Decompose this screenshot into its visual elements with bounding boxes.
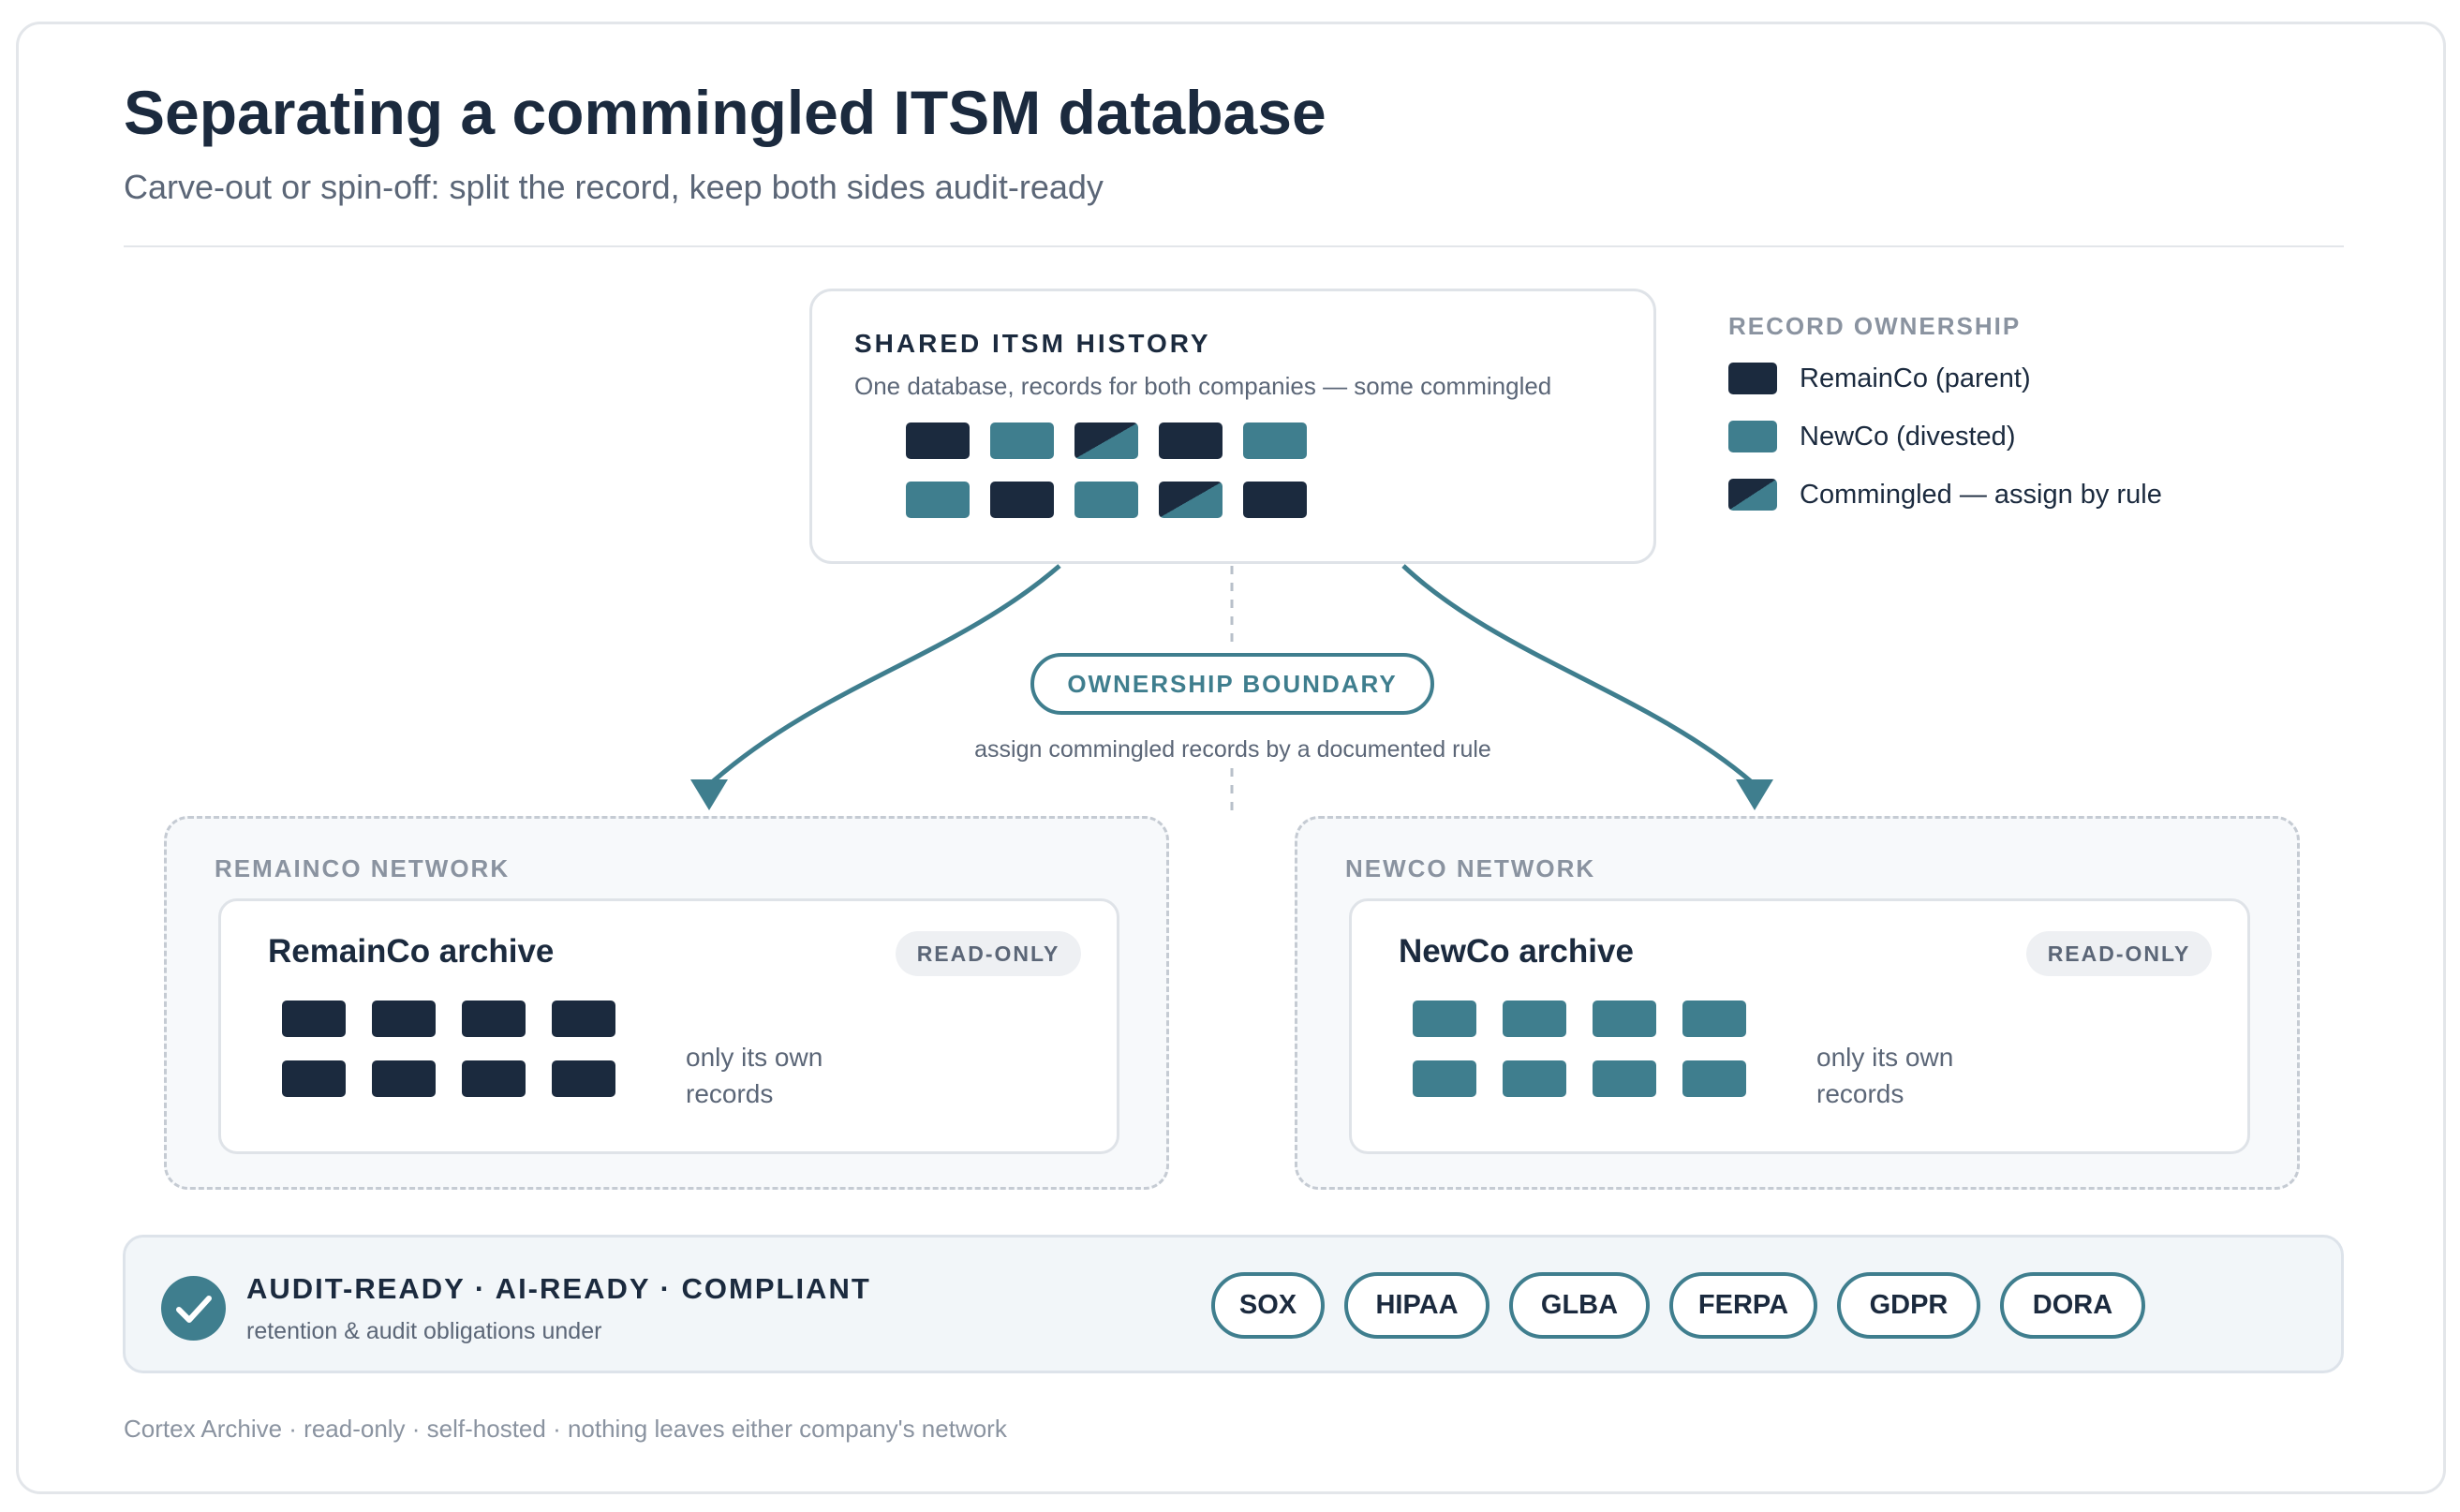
newco-archive-card: NewCo archive READ-ONLY only its own rec… — [1349, 898, 2250, 1154]
compliance-band: AUDIT-READY · AI-READY · COMPLIANT reten… — [123, 1235, 2344, 1373]
newco-swatch — [1728, 421, 1777, 452]
remainco-record-grid — [282, 1001, 615, 1097]
newco-record — [1413, 1001, 1476, 1037]
shared-itsm-history-box: SHARED ITSM HISTORY One database, record… — [809, 289, 1656, 564]
shared-record-grid — [906, 422, 1307, 518]
remainco-record — [462, 1001, 526, 1037]
legend-label: NewCo (divested) — [1800, 421, 2016, 452]
archive-title: NewCo archive — [1399, 933, 1634, 970]
remainco-record — [552, 1001, 615, 1037]
read-only-badge: READ-ONLY — [2026, 931, 2212, 976]
legend-title: RECORD OWNERSHIP — [1728, 312, 2022, 340]
shared-description: One database, records for both companies… — [854, 372, 1552, 400]
badge-hipaa: HIPAA — [1344, 1272, 1489, 1339]
badge-gdpr: GDPR — [1837, 1272, 1980, 1339]
archive-note-line: records — [1816, 1079, 1904, 1108]
compliance-title: AUDIT-READY · AI-READY · COMPLIANT — [246, 1272, 871, 1305]
remainco-record — [1243, 482, 1307, 518]
newco-record — [1593, 1001, 1656, 1037]
archive-note-line: only its own — [686, 1043, 823, 1072]
legend-item-newco: NewCo (divested) — [1728, 420, 2162, 453]
archive-note-line: only its own — [1816, 1043, 1954, 1072]
page-title: Separating a commingled ITSM database — [124, 78, 1326, 147]
newco-record — [1413, 1060, 1476, 1097]
remainco-record — [282, 1060, 346, 1097]
newco-record — [1243, 422, 1307, 459]
badge-dora: DORA — [2000, 1272, 2145, 1339]
legend-item-remainco: RemainCo (parent) — [1728, 362, 2162, 395]
legend: RECORD OWNERSHIP RemainCo (parent) NewCo… — [1728, 312, 2162, 536]
remainco-record — [282, 1001, 346, 1037]
badge-glba: GLBA — [1509, 1272, 1650, 1339]
newco-record — [990, 422, 1054, 459]
compliance-badges: SOX HIPAA GLBA FERPA GDPR DORA — [1211, 1272, 2165, 1339]
archive-title: RemainCo archive — [268, 933, 555, 970]
legend-label: Commingled — assign by rule — [1800, 479, 2162, 510]
legend-item-commingled: Commingled — assign by rule — [1728, 478, 2162, 511]
newco-record — [1593, 1060, 1656, 1097]
remainco-record — [552, 1060, 615, 1097]
ownership-boundary-pill: OWNERSHIP BOUNDARY — [1030, 653, 1434, 715]
remainco-archive-card: RemainCo archive READ-ONLY only its own … — [218, 898, 1119, 1154]
newco-record — [1682, 1001, 1746, 1037]
compliance-subtitle: retention & audit obligations under — [246, 1318, 602, 1344]
newco-record — [906, 482, 970, 518]
read-only-badge: READ-ONLY — [896, 931, 1081, 976]
remainco-record — [990, 482, 1054, 518]
commingled-record — [1159, 482, 1223, 518]
badge-ferpa: FERPA — [1669, 1272, 1817, 1339]
newco-record — [1682, 1060, 1746, 1097]
newco-record-grid — [1413, 1001, 1746, 1097]
remainco-network: REMAINCO NETWORK RemainCo archive READ-O… — [164, 816, 1169, 1190]
boundary-note: assign commingled records by a documente… — [952, 736, 1514, 763]
newco-network: NEWCO NETWORK NewCo archive READ-ONLY on… — [1295, 816, 2300, 1190]
newco-record — [1503, 1060, 1566, 1097]
remainco-record — [372, 1001, 436, 1037]
remainco-record — [462, 1060, 526, 1097]
footnote: Cortex Archive · read-only · self-hosted… — [124, 1415, 1007, 1443]
archive-note-line: records — [686, 1079, 774, 1108]
check-icon — [161, 1276, 226, 1341]
remainco-record — [372, 1060, 436, 1097]
commingled-record — [1074, 422, 1138, 459]
badge-sox: SOX — [1211, 1272, 1325, 1339]
page-subtitle: Carve-out or spin-off: split the record,… — [124, 168, 1104, 206]
newco-record — [1074, 482, 1138, 518]
header-divider — [124, 245, 2344, 247]
archive-note: only its own records — [686, 1039, 822, 1112]
archive-note: only its own records — [1816, 1039, 1953, 1112]
commingled-swatch — [1728, 479, 1777, 511]
remainco-swatch — [1728, 363, 1777, 394]
network-label: NEWCO NETWORK — [1345, 854, 1596, 882]
network-label: REMAINCO NETWORK — [215, 854, 511, 882]
newco-record — [1503, 1001, 1566, 1037]
shared-title: SHARED ITSM HISTORY — [854, 329, 1211, 358]
legend-label: RemainCo (parent) — [1800, 363, 2031, 393]
remainco-record — [906, 422, 970, 459]
remainco-record — [1159, 422, 1223, 459]
